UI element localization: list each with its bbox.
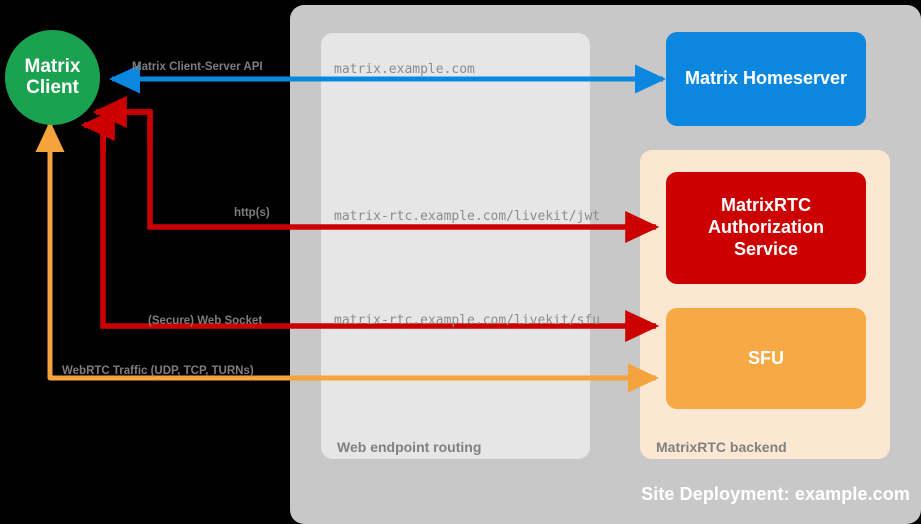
node-sfu[interactable]: SFU bbox=[666, 308, 866, 409]
node-matrix-client-label-line1: Matrix bbox=[24, 55, 81, 77]
node-matrix-homeserver[interactable]: Matrix Homeserver bbox=[666, 32, 866, 126]
node-matrixrtc-auth-label-line1: MatrixRTC bbox=[720, 195, 811, 216]
endpoint-label-livekit-jwt: matrix-rtc.example.com/livekit/jwt bbox=[334, 209, 601, 224]
endpoint-label-matrix-example-com: matrix.example.com bbox=[334, 62, 475, 77]
container-web-endpoint-routing bbox=[321, 33, 590, 459]
node-sfu-label: SFU bbox=[748, 347, 784, 368]
node-matrix-client[interactable]: Matrix Client bbox=[5, 30, 100, 125]
edge-label-webrtc-traffic: WebRTC Traffic (UDP, TCP, TURNs) bbox=[62, 365, 254, 377]
edge-label-matrix-client-server-api: Matrix Client-Server API bbox=[132, 61, 263, 73]
node-matrixrtc-auth-label-line3: Service bbox=[733, 238, 799, 259]
container-web-endpoint-routing-label: Web endpoint routing bbox=[337, 439, 482, 455]
edge-label-https: http(s) bbox=[234, 207, 270, 219]
node-matrixrtc-authorization-service[interactable]: MatrixRTC Authorization Service bbox=[666, 172, 866, 284]
node-matrix-client-label-line2: Client bbox=[26, 76, 79, 98]
node-matrixrtc-auth-label-line2: Authorization bbox=[708, 217, 824, 238]
edge-label-secure-web-socket: (Secure) Web Socket bbox=[148, 315, 263, 327]
container-matrixrtc-backend-label: MatrixRTC backend bbox=[656, 439, 787, 455]
endpoint-label-livekit-sfu: matrix-rtc.example.com/livekit/sfu bbox=[334, 313, 601, 328]
container-site-deployment-label: Site Deployment: example.com bbox=[641, 484, 910, 504]
node-matrix-homeserver-label: Matrix Homeserver bbox=[684, 68, 848, 89]
